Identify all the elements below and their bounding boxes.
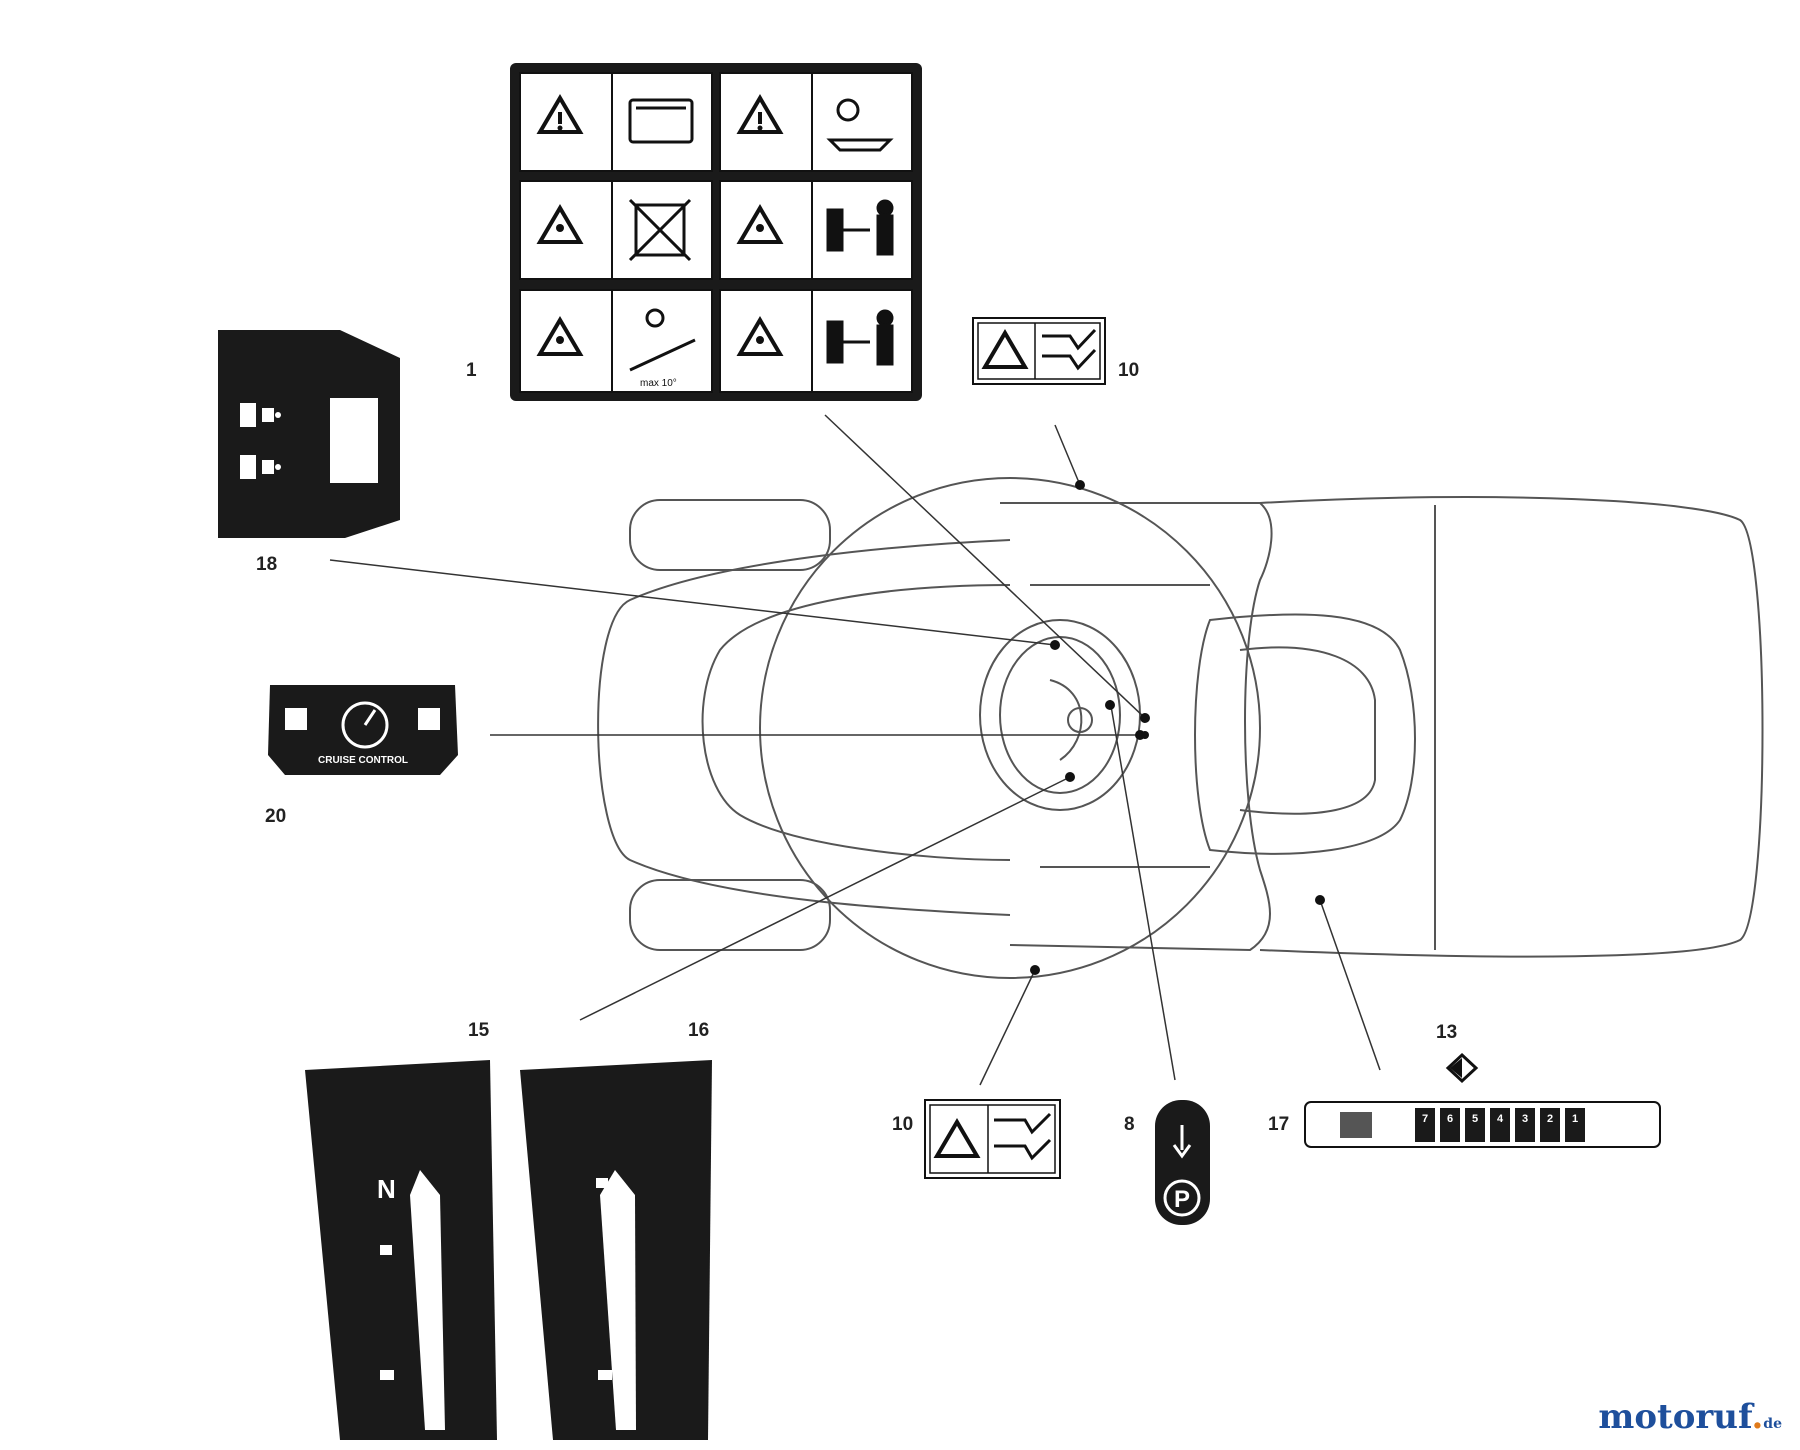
- decal-10-top: [972, 317, 1106, 385]
- decal-10-bottom: [924, 1099, 1061, 1179]
- callout-20: 20: [265, 806, 286, 827]
- gear-3: 3: [1522, 1113, 1528, 1125]
- decal-8-park: P: [1155, 1100, 1210, 1225]
- gear-2: 2: [1547, 1113, 1553, 1125]
- mower-deck: [759, 477, 1261, 979]
- rear-fender: [1259, 496, 1764, 958]
- gear-5: 5: [1472, 1113, 1478, 1125]
- neutral-letter: N: [377, 1174, 396, 1204]
- callout-18: 18: [256, 554, 277, 575]
- brand-main: motoruf: [1598, 1397, 1752, 1437]
- cruise-control-label: CRUISE CONTROL: [318, 755, 408, 766]
- leader-lines: [329, 414, 1381, 1086]
- callout-17: 17: [1268, 1114, 1289, 1135]
- decal-17-gear-strip: 7 6 5 4 3 2 1: [1304, 1101, 1661, 1148]
- decal-20-cruise-control: CRUISE CONTROL: [268, 685, 458, 775]
- decal-13: [1445, 1052, 1479, 1084]
- callout-13: 13: [1436, 1022, 1457, 1043]
- callout-10-top: 10: [1118, 360, 1139, 381]
- hood-inner: [701, 584, 1011, 861]
- decal-1-warning-grid: max 10°: [510, 63, 922, 401]
- front-wheel-bottom: [629, 879, 831, 951]
- dashboard: [979, 619, 1141, 811]
- leader-dots: [1030, 480, 1325, 975]
- gear-1: 1: [1572, 1113, 1578, 1125]
- callout-10-bottom: 10: [892, 1114, 913, 1135]
- park-letter: P: [1174, 1186, 1190, 1213]
- max-slope-label: max 10°: [640, 378, 677, 389]
- callout-15: 15: [468, 1020, 490, 1041]
- gear-6: 6: [1447, 1113, 1453, 1125]
- decal-15: N: [305, 1060, 497, 1440]
- body-frame: [1000, 502, 1273, 952]
- decal-18: [218, 330, 400, 538]
- decal-16: [520, 1060, 712, 1440]
- tractor-outline: [597, 477, 1764, 979]
- callout-numbers: 1 10 18 20 15 16 13 10 8 17: [256, 360, 1457, 1135]
- gear-4: 4: [1497, 1113, 1504, 1125]
- callout-16: 16: [688, 1020, 709, 1041]
- seat: [1194, 613, 1416, 855]
- brand-accent: .: [1751, 1397, 1764, 1437]
- brand-watermark: motoruf.de: [1598, 1397, 1782, 1437]
- brand-tld: de: [1763, 1416, 1782, 1432]
- gear-7: 7: [1422, 1113, 1428, 1125]
- callout-1: 1: [466, 360, 477, 381]
- callout-8: 8: [1124, 1114, 1135, 1135]
